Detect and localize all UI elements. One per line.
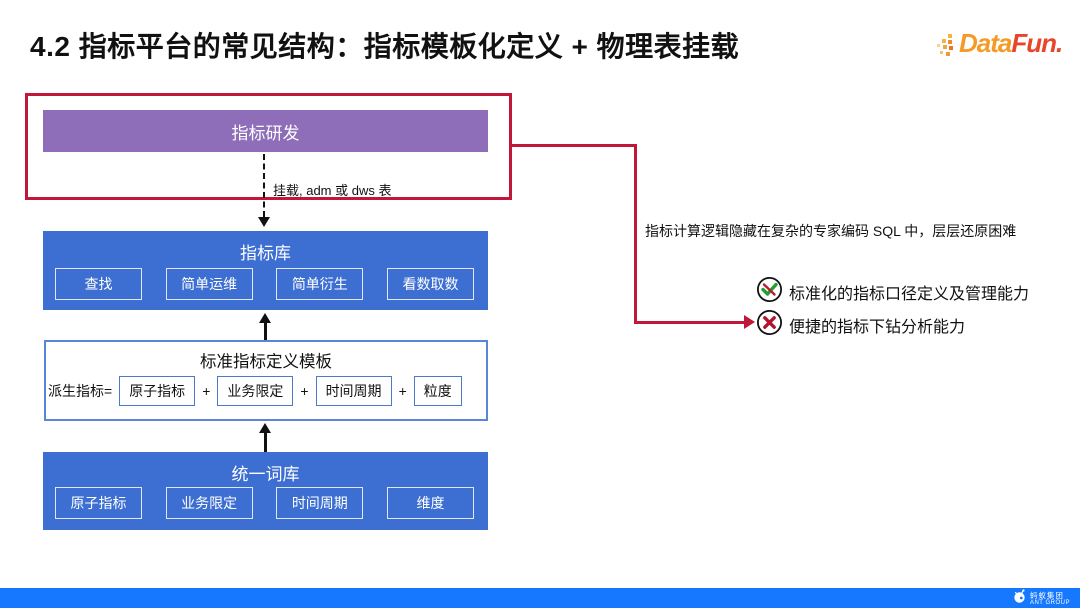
pain-point-text: 指标计算逻辑隐藏在复杂的专家编码 SQL 中，层层还原困难 [645, 223, 1017, 239]
box-unified-vocabulary: 统一词库 原子指标 业务限定 时间周期 维度 [43, 452, 488, 530]
template-formula: 派生指标= 原子指标 + 业务限定 + 时间周期 + 粒度 [48, 376, 462, 406]
footer-bar: 蚂蚁集团 ANT GROUP [0, 588, 1080, 608]
ant-group-wordmark: 蚂蚁集团 ANT GROUP [1029, 590, 1070, 606]
formula-term: 粒度 [413, 376, 462, 406]
box-metric-store: 指标库 查找 简单运维 简单衍生 看数取数 [43, 231, 488, 310]
metric-store-tags: 查找 简单运维 简单衍生 看数取数 [55, 268, 474, 300]
box-metric-store-title: 指标库 [240, 244, 291, 263]
box-unified-vocabulary-title: 统一词库 [231, 465, 300, 484]
mount-arrow-head [258, 217, 270, 227]
datafun-logo: DataFun. [936, 28, 1063, 63]
formula-lhs: 派生指标= [48, 383, 113, 399]
connector-line [511, 144, 637, 147]
up-arrow-line [264, 323, 267, 340]
check-strike-icon [756, 276, 783, 308]
ant-group-logo: 蚂蚁集团 ANT GROUP [1012, 589, 1070, 608]
formula-term: 时间周期 [315, 376, 392, 406]
page-title: 4.2 指标平台的常见结构：指标模板化定义 + 物理表挂载 [30, 31, 740, 62]
tag: 时间周期 [276, 487, 364, 519]
bullet-text: 标准化的指标口径定义及管理能力 [789, 286, 1030, 303]
tag: 简单运维 [165, 268, 253, 300]
plus-sign: + [202, 383, 211, 399]
ant-icon [1012, 589, 1027, 608]
tag: 简单衍生 [276, 268, 364, 300]
tag: 原子指标 [55, 487, 142, 519]
up-arrow-head [259, 313, 271, 323]
box-metric-development: 指标研发 [43, 110, 488, 152]
box-template-title: 标准指标定义模板 [200, 353, 332, 371]
formula-term: 原子指标 [119, 376, 196, 406]
datafun-wordmark: DataFun. [959, 28, 1063, 58]
box-metric-development-title: 指标研发 [231, 123, 300, 143]
plus-sign: + [300, 383, 309, 399]
connector-line [634, 321, 746, 324]
mount-label: 挂载, adm 或 dws 表 [273, 183, 392, 198]
highlight-frame [25, 93, 512, 200]
box-template: 标准指标定义模板 派生指标= 原子指标 + 业务限定 + 时间周期 + 粒度 [44, 340, 488, 421]
up-arrow-line [264, 433, 267, 452]
bullet-capability-2: 便捷的指标下钻分析能力 [756, 309, 965, 341]
vocab-tags: 原子指标 业务限定 时间周期 维度 [55, 487, 474, 519]
bullet-capability-1: 标准化的指标口径定义及管理能力 [756, 276, 1029, 308]
up-arrow-head [259, 423, 271, 433]
plus-sign: + [398, 383, 407, 399]
connector-line [634, 144, 637, 324]
tag: 查找 [55, 268, 142, 300]
datafun-dots-icon [936, 32, 956, 63]
tag: 看数取数 [386, 268, 474, 300]
tag: 业务限定 [165, 487, 253, 519]
formula-term: 业务限定 [217, 376, 294, 406]
cross-icon [756, 309, 783, 341]
bullet-text: 便捷的指标下钻分析能力 [789, 319, 966, 336]
connector-arrowhead [744, 315, 755, 329]
tag: 维度 [386, 487, 474, 519]
mount-arrow-line [263, 154, 265, 217]
